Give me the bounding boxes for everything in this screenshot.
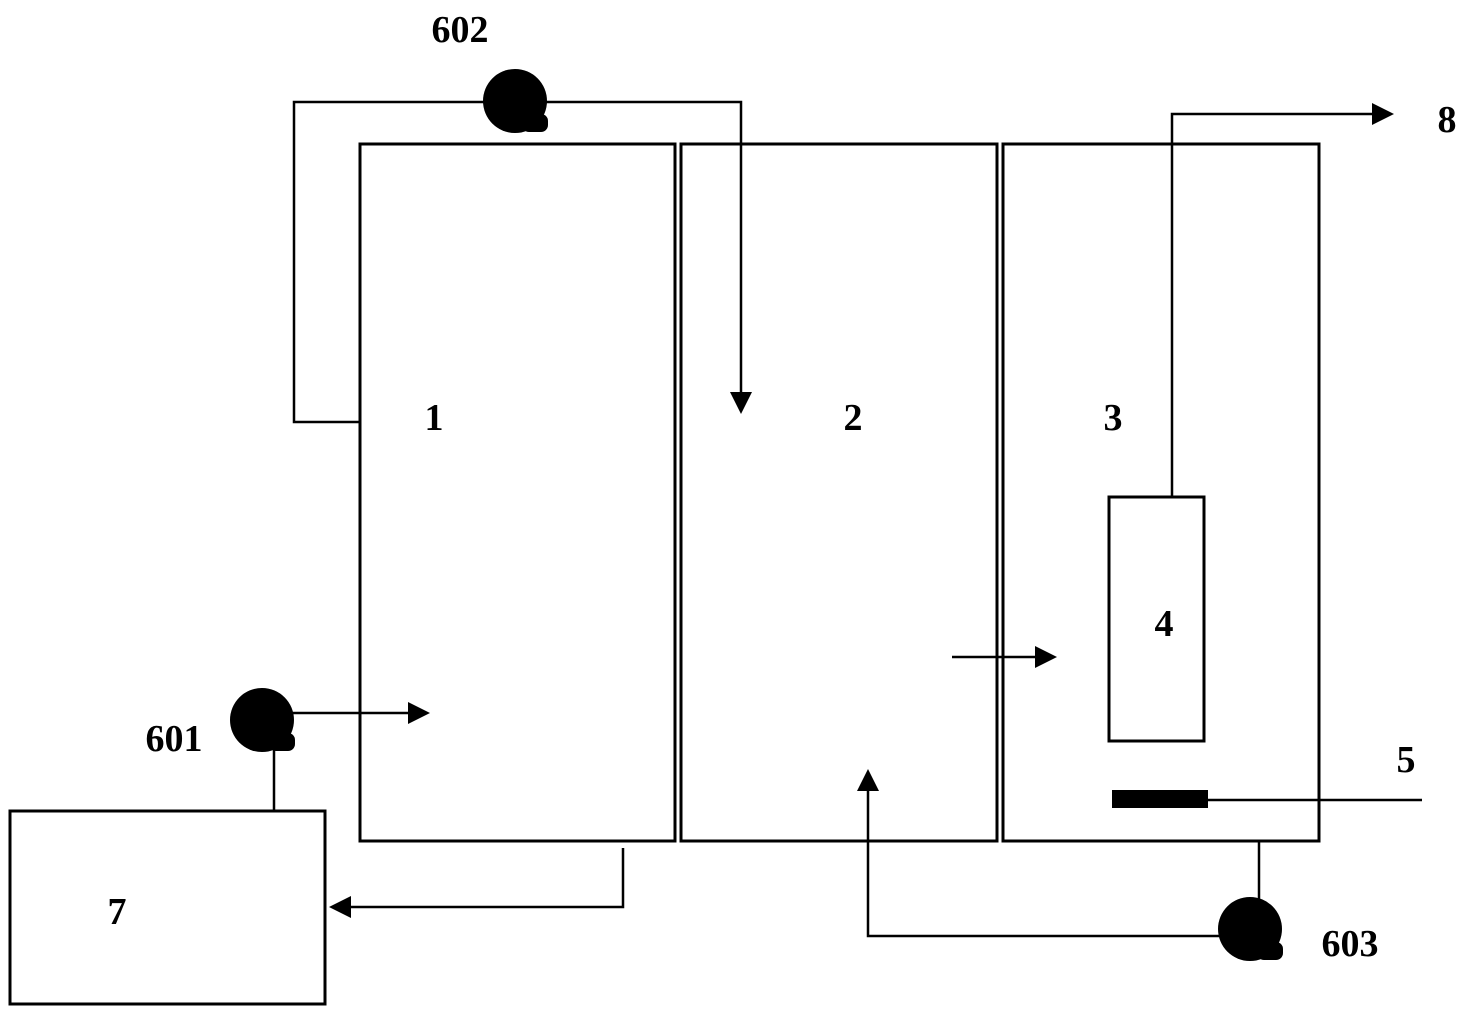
tank-2 bbox=[679, 142, 999, 843]
tank-1 bbox=[358, 142, 677, 843]
label-pump-602: 602 bbox=[432, 9, 489, 51]
pump-603-icon bbox=[1218, 897, 1283, 961]
label-pump-603: 603 bbox=[1322, 923, 1379, 965]
arrow-into-tank-7 bbox=[329, 896, 351, 918]
tank-7 bbox=[8, 809, 327, 1006]
label-tank-7: 7 bbox=[108, 891, 127, 933]
arrow-into-tank-2 bbox=[730, 392, 752, 414]
label-outlet-8: 8 bbox=[1438, 99, 1457, 141]
return-line-603 bbox=[866, 788, 1222, 938]
arrow-to-outlet-8 bbox=[1372, 103, 1394, 125]
label-tank-1: 1 bbox=[425, 397, 444, 439]
recycle-line-602 bbox=[292, 100, 743, 424]
pump-601-icon bbox=[230, 688, 295, 752]
label-tank-2: 2 bbox=[844, 397, 863, 439]
arrow-into-tank-3 bbox=[1035, 646, 1057, 668]
label-membrane-4: 4 bbox=[1155, 603, 1174, 645]
label-pump-601: 601 bbox=[146, 718, 203, 760]
sludge-line-to-7 bbox=[348, 848, 625, 909]
arrow-into-tank-1 bbox=[408, 702, 430, 724]
tank-3 bbox=[1001, 142, 1321, 843]
membrane-module-4 bbox=[1107, 495, 1206, 743]
permeate-line bbox=[1170, 112, 1375, 497]
label-aerator-5: 5 bbox=[1397, 739, 1416, 781]
label-tank-3: 3 bbox=[1104, 397, 1123, 439]
aerator-5 bbox=[1112, 790, 1208, 808]
pump-602-icon bbox=[483, 69, 548, 133]
arrow-into-tank-2-bottom bbox=[857, 769, 879, 791]
